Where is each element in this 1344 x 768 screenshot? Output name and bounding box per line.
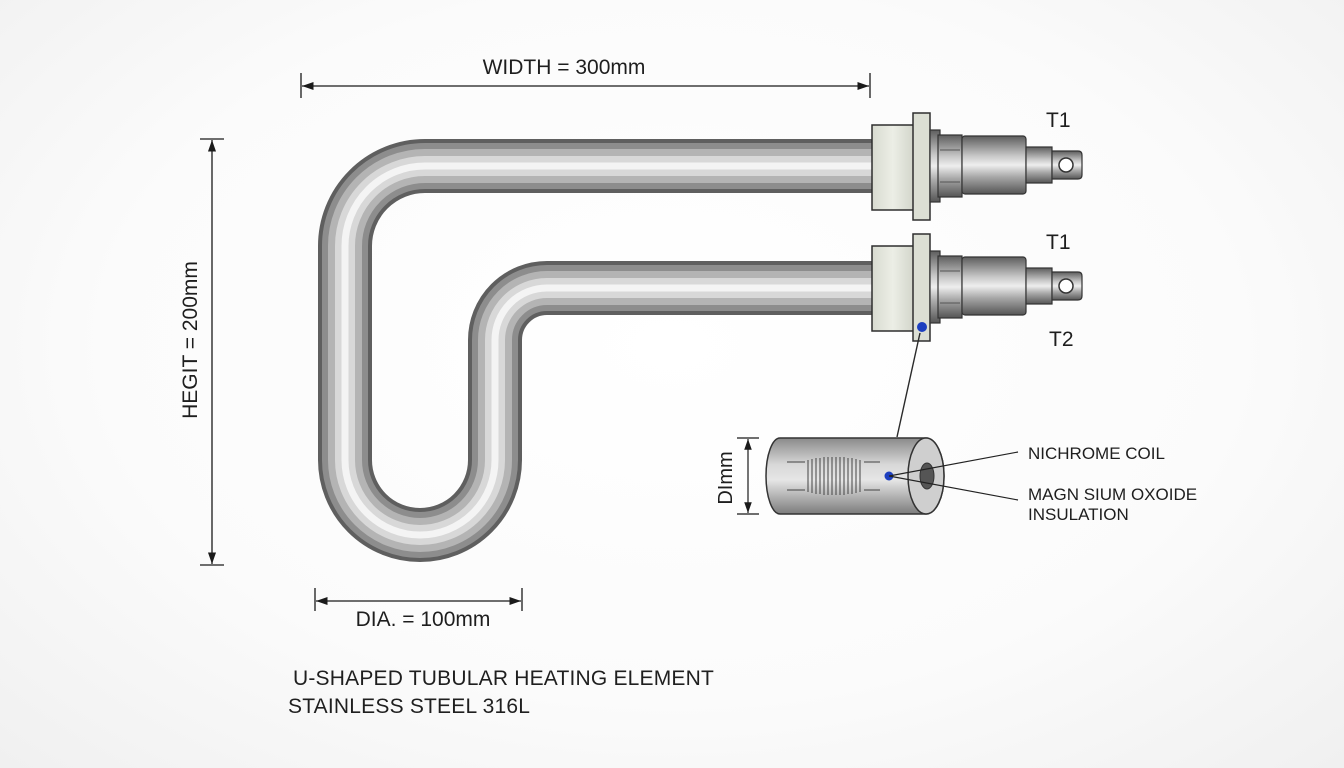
terminal-label-t2: T2 [1049,328,1074,351]
terminal-assembly-bottom [871,233,1083,342]
caption-material: STAINLESS STEEL 316L [288,695,531,718]
section-leader-line [896,332,921,438]
diameter-label: DIA. = 100mm [356,608,491,631]
coil-callout-line [888,451,1019,477]
nichrome-coil-label: NICHROME COIL [1028,444,1165,463]
terminal-label-t1-mid: T1 [1046,231,1071,254]
section-dim-label: DImm [715,451,737,504]
section-marker-dot [917,322,927,332]
diameter-dimension [314,588,523,611]
terminal-label-t1-top: T1 [1046,109,1071,132]
caption-title: U-SHAPED TUBULAR HEATING ELEMENT [293,667,715,690]
insulation-label-line1: MAGN SIUM OXOIDE [1028,485,1197,504]
insulation-label-line2: INSULATION [1028,505,1129,524]
cross-section-detail [765,437,945,515]
u-shaped-tube [318,139,872,562]
width-dimension [300,73,871,98]
width-label: WIDTH = 300mm [483,56,646,79]
nichrome-coil-windings [787,457,880,495]
terminal-assembly-top [871,112,1083,221]
height-dimension [200,138,224,566]
height-label: HEGIT = 200mm [179,261,202,419]
section-dimension [737,437,759,515]
insulation-callout-line [888,475,1019,501]
